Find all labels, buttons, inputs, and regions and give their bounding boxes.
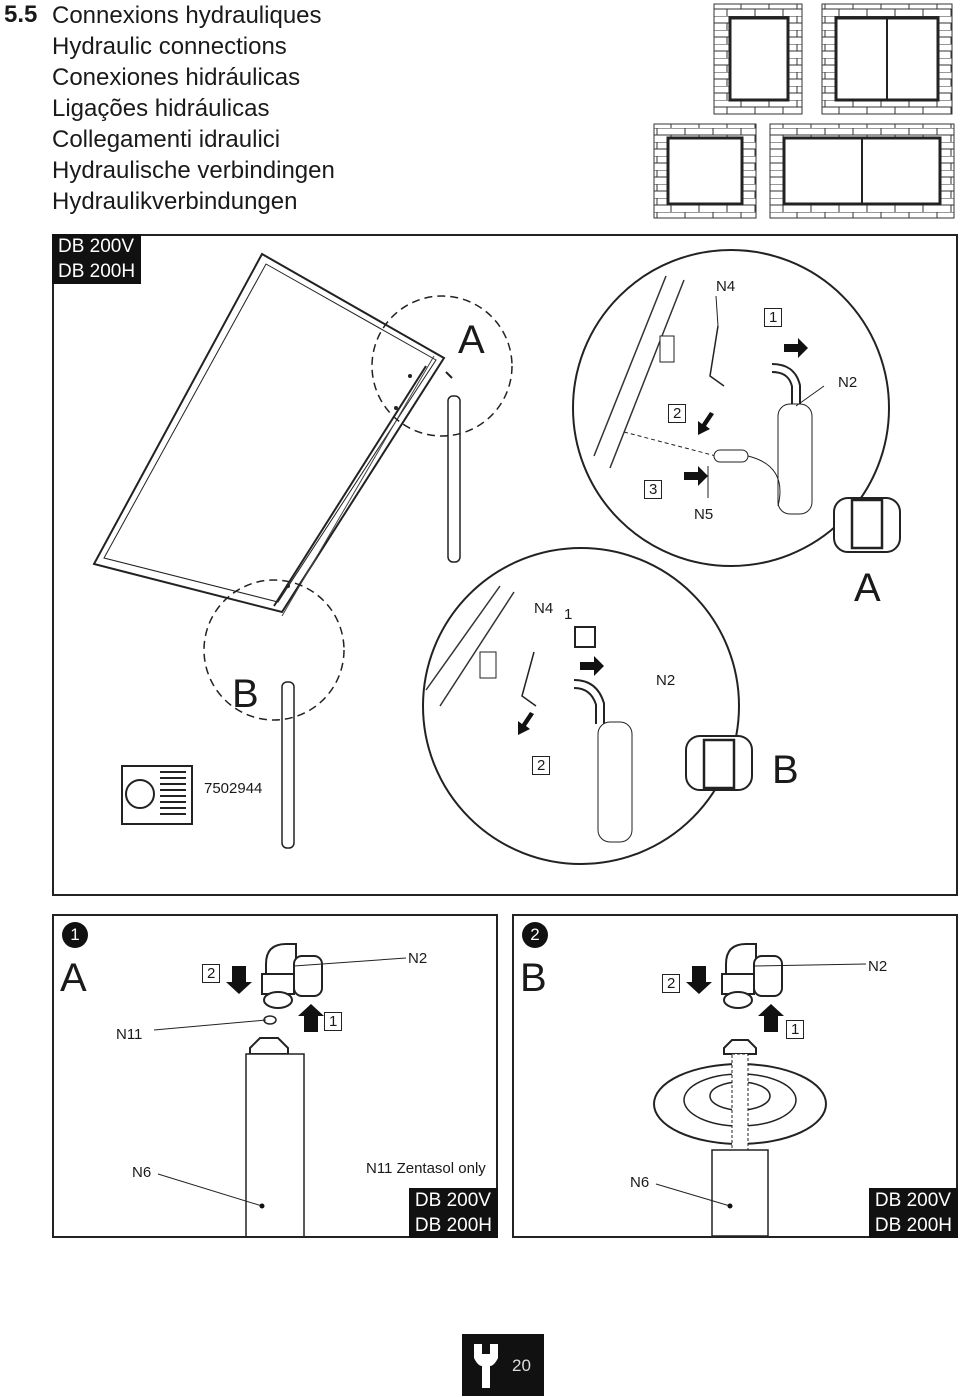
step-panel-2-step-1: 1 bbox=[786, 1020, 805, 1039]
step-panel-1-number: 1 bbox=[62, 922, 88, 948]
callout-letter-a: A bbox=[458, 318, 485, 362]
model-tag-line-2: DB 200H bbox=[52, 259, 142, 284]
title-fr: Connexions hydrauliques bbox=[52, 2, 322, 29]
detail-a-illustration bbox=[572, 249, 901, 567]
brick-wall-horizontal-1-icon bbox=[653, 123, 757, 219]
step-panel-2-number: 2 bbox=[522, 922, 548, 948]
step-panel-1: 1 A 2 1 N2 N11 N6 N11 Zentasol only DB 2… bbox=[52, 914, 498, 1238]
title-de: Hydraulikverbindungen bbox=[52, 188, 298, 215]
step-panel-1-letter: A bbox=[60, 956, 87, 1000]
brick-wall-vertical-2-icon bbox=[821, 3, 953, 115]
detail-b-step-2: 2 bbox=[532, 756, 551, 775]
detail-b-label-n2: N2 bbox=[656, 672, 676, 689]
collector-panel-illustration bbox=[92, 252, 446, 617]
section-number: 5.5 bbox=[4, 1, 38, 28]
page-number: 20 bbox=[512, 1356, 531, 1375]
horizontal-orientation-icon bbox=[685, 735, 753, 791]
detail-a-step-2: 2 bbox=[668, 404, 687, 423]
title-pt: Ligações hidráulicas bbox=[52, 95, 270, 122]
brick-wall-horizontal-2-icon bbox=[769, 123, 955, 219]
main-diagram-panel: DB 200V DB 200H bbox=[52, 234, 958, 896]
title-nl: Hydraulische verbindingen bbox=[52, 157, 335, 184]
step-panel-2-model-2: DB 200H bbox=[868, 1213, 958, 1238]
detail-b-label-n4: N4 bbox=[534, 600, 554, 617]
pipe-upper bbox=[445, 371, 461, 563]
detail-a-letter: A bbox=[854, 566, 881, 610]
model-tag-line-1: DB 200V bbox=[52, 234, 142, 259]
title-it: Collegamenti idraulici bbox=[52, 126, 281, 153]
detail-b-step-1: 1 bbox=[564, 606, 573, 623]
detail-b-illustration bbox=[422, 547, 753, 865]
step-panel-1-step-2: 2 bbox=[202, 964, 221, 983]
step-panel-1-label-n2: N2 bbox=[408, 950, 428, 967]
step-panel-1-label-n6: N6 bbox=[132, 1164, 152, 1181]
callout-circle-b bbox=[203, 579, 345, 721]
step-panel-1-model-2: DB 200H bbox=[408, 1213, 498, 1238]
step-panel-1-label-n11: N11 bbox=[116, 1026, 143, 1043]
title-es: Conexiones hidráulicas bbox=[52, 64, 301, 91]
title-en: Hydraulic connections bbox=[52, 33, 287, 60]
step-panel-1-illustration bbox=[153, 943, 407, 1236]
step-panel-2: 2 B 2 1 N2 N6 DB 200V DB 200H bbox=[512, 914, 958, 1238]
step-panel-2-model-tag: DB 200V DB 200H bbox=[868, 1188, 958, 1238]
section-titles: Connexions hydrauliques Hydraulic connec… bbox=[52, 0, 335, 217]
detail-a-label-n5: N5 bbox=[694, 506, 714, 523]
step-panel-2-model-1: DB 200V bbox=[868, 1188, 958, 1213]
vertical-orientation-icon bbox=[833, 497, 901, 553]
detail-a-step-1: 1 bbox=[764, 308, 783, 327]
step-panel-2-illustration bbox=[653, 943, 867, 1236]
brick-wall-vertical-1-icon bbox=[713, 3, 803, 115]
callout-circle-a bbox=[371, 295, 513, 437]
detail-a-label-n4: N4 bbox=[716, 278, 736, 295]
step-panel-2-label-n2: N2 bbox=[868, 958, 888, 975]
detail-a-label-n2: N2 bbox=[838, 374, 858, 391]
wrench-icon bbox=[474, 1344, 498, 1388]
page-footer-badge: 20 bbox=[462, 1334, 544, 1396]
model-tag: DB 200V DB 200H bbox=[52, 234, 142, 284]
step-panel-2-letter: B bbox=[520, 956, 547, 1000]
callout-letter-b: B bbox=[232, 672, 259, 716]
detail-b-letter: B bbox=[772, 748, 799, 792]
collector-diagram bbox=[92, 249, 901, 865]
step-panel-1-step-1: 1 bbox=[324, 1012, 343, 1031]
document-number: 7502944 bbox=[204, 780, 263, 797]
step-panel-1-note: N11 Zentasol only bbox=[366, 1160, 486, 1177]
pipe-lower bbox=[281, 681, 295, 849]
step-panel-2-step-2: 2 bbox=[662, 974, 681, 993]
step-panel-2-label-n6: N6 bbox=[630, 1174, 650, 1191]
detail-b-square-icon bbox=[574, 626, 596, 648]
step-panel-1-model-tag: DB 200V DB 200H bbox=[408, 1188, 498, 1238]
step-panel-1-model-1: DB 200V bbox=[408, 1188, 498, 1213]
detail-a-step-3: 3 bbox=[644, 480, 663, 499]
manual-book-icon bbox=[121, 765, 193, 825]
installation-orientation-icons bbox=[653, 3, 955, 219]
